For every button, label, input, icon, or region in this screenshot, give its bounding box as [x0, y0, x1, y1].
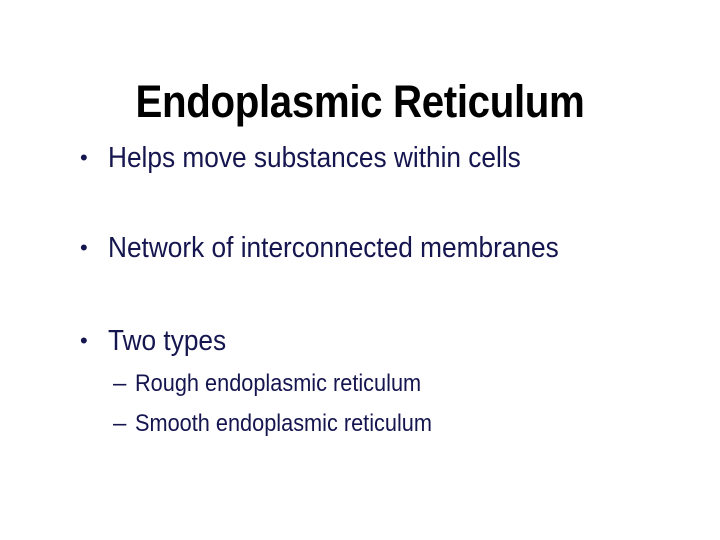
list-item-label: Network of interconnected membranes [108, 232, 559, 264]
bullet-marker-icon: • [80, 235, 88, 260]
sub-list-item-label: Rough endoplasmic reticulum [135, 370, 422, 397]
list-item: • Network of interconnected membranes [80, 232, 606, 264]
dash-marker-icon: – [113, 410, 127, 437]
list-item-label: Two types [108, 325, 227, 357]
list-item-label: Helps move substances within cells [108, 142, 521, 174]
sub-list-item: – Rough endoplasmic reticulum [113, 370, 451, 397]
sub-list-item-label: Smooth endoplasmic reticulum [135, 410, 432, 437]
list-item: • Two types [80, 325, 239, 357]
page-title: Endoplasmic Reticulum [135, 76, 585, 128]
bullet-marker-icon: • [80, 328, 88, 353]
dash-marker-icon: – [113, 370, 127, 397]
list-item: • Helps move substances within cells [80, 142, 564, 174]
sub-list-item: – Smooth endoplasmic reticulum [113, 410, 463, 437]
bullet-marker-icon: • [80, 145, 88, 170]
